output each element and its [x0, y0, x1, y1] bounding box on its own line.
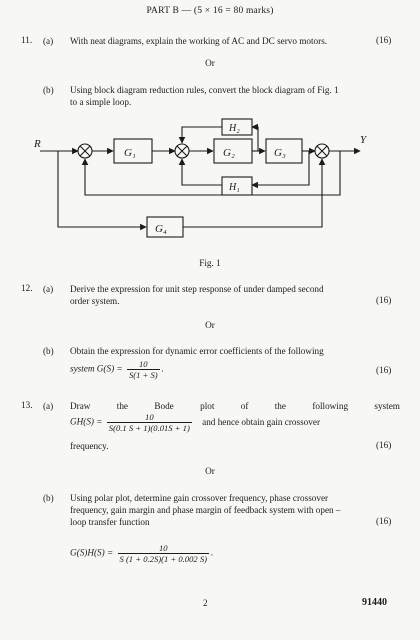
q13a-equation-line: GH(S) = 10 S(0.1 S + 1)(0.01S + 1) and h…: [70, 412, 400, 433]
q13a-word: system: [374, 401, 400, 411]
input-label: R: [33, 138, 41, 150]
g4-label: G₄: [155, 223, 167, 235]
q13b-eq-prefix: G(S)H(S) =: [70, 547, 114, 558]
part-label-13a: (a): [43, 401, 54, 411]
q13a-word: following: [312, 401, 349, 411]
block-diagram-fig1: R Y G₁ G₂ G₃ H₂ H₁ G₄: [33, 118, 368, 238]
q12b-eq-prefix: system G(S) =: [70, 363, 123, 374]
q13a-word: the: [116, 401, 128, 411]
question-number-13: 13.: [21, 400, 33, 410]
q13a-line1: Draw the Bode plot of the following syst…: [70, 400, 400, 412]
q13a-numerator: 10: [145, 412, 154, 422]
q13a-denominator: S(0.1 S + 1)(0.01S + 1): [106, 422, 192, 433]
q13a-fraction: 10 S(0.1 S + 1)(0.01S + 1): [106, 412, 192, 433]
q13b-line1: Using polar plot, determine gain crossov…: [70, 493, 329, 503]
q12b-denominator: S(1 + S): [126, 369, 160, 380]
h2-label: H₂: [228, 123, 240, 134]
q13a-word: Draw: [70, 401, 91, 411]
figure-caption: Fig. 1: [199, 258, 221, 268]
q13a-after-text: and hence obtain gain crossover: [202, 416, 321, 427]
q12b-marks: (16): [376, 365, 392, 375]
g1-label: G₁: [124, 147, 136, 159]
part-label-13b: (b): [43, 493, 54, 503]
q13b-fraction: 10 S (1 + 0.2S)(1 + 0.002 S): [117, 543, 209, 564]
h1-label: H₁: [228, 182, 240, 193]
q13b-line2: frequency, gain margin and phase margin …: [70, 505, 341, 515]
q12b-equation: system G(S) = 10 S(1 + S) .: [70, 359, 164, 380]
part-label-11a: (a): [43, 36, 54, 46]
q13b-marks: (16): [376, 516, 392, 526]
q13b-equation: G(S)H(S) = 10 S (1 + 0.2S)(1 + 0.002 S) …: [70, 543, 213, 564]
part-label-11b: (b): [43, 85, 54, 95]
q12a-line1: Derive the expression for unit step resp…: [70, 284, 324, 294]
q13a-eq-prefix: GH(S) =: [70, 416, 103, 427]
exam-code: 91440: [362, 597, 387, 608]
q12b-fraction: 10 S(1 + S): [126, 359, 160, 380]
or-separator-13: Or: [205, 466, 215, 476]
q12b-eq-suffix: .: [161, 363, 164, 374]
part-label-12a: (a): [43, 284, 54, 294]
q13b-denominator: S (1 + 0.2S)(1 + 0.002 S): [117, 553, 209, 564]
q13a-word: of: [240, 401, 249, 411]
q13b-numerator: 10: [158, 543, 168, 553]
question-number-12: 12.: [21, 283, 33, 293]
q13b-eq-suffix: .: [211, 547, 214, 558]
q12b-line1: Obtain the expression for dynamic error …: [70, 346, 324, 356]
q12a-marks: (16): [376, 295, 392, 305]
or-separator-12: Or: [205, 320, 215, 330]
q13a-word: Bode: [154, 401, 174, 411]
part-label-12b: (b): [43, 346, 54, 356]
output-label: Y: [360, 134, 368, 146]
q13a-marks: (16): [376, 440, 392, 450]
g2-label: G₂: [223, 147, 235, 159]
g3-label: G₃: [274, 147, 286, 159]
q13b-line3: loop transfer function: [70, 517, 150, 527]
q13a-line3: frequency.: [70, 441, 109, 451]
q11a-text: With neat diagrams, explain the working …: [70, 36, 328, 46]
question-number-11: 11.: [21, 35, 33, 45]
q11b-line2: to a simple loop.: [70, 97, 132, 107]
q12b-numerator: 10: [139, 359, 148, 369]
page-number: 2: [203, 598, 208, 608]
section-header: PART B — (5 × 16 = 80 marks): [146, 6, 274, 16]
q13a-word: the: [274, 401, 286, 411]
q12a-line2: order system.: [70, 296, 120, 306]
q11b-line1: Using block diagram reduction rules, con…: [70, 85, 339, 95]
or-separator-11: Or: [205, 58, 215, 68]
q11a-marks: (16): [376, 35, 392, 45]
q13a-word: plot: [200, 401, 215, 411]
